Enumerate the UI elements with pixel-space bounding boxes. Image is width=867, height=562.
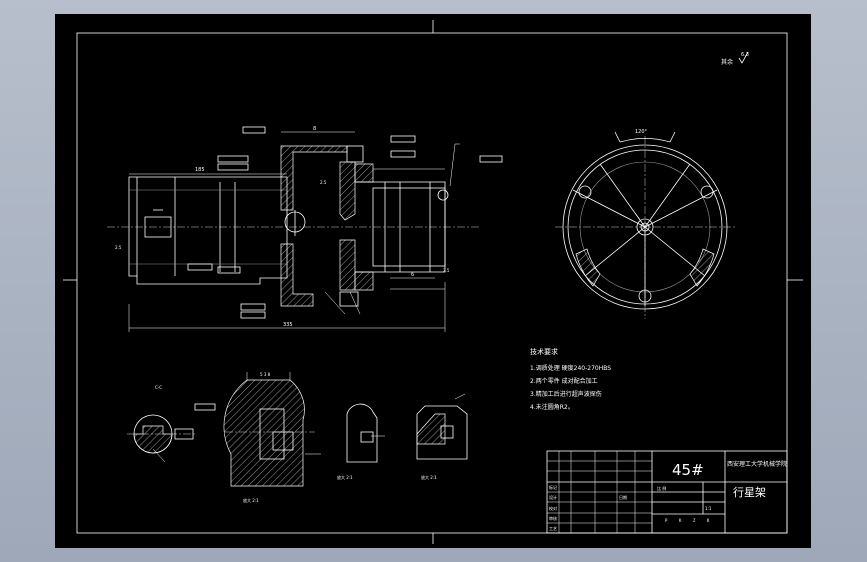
svg-text:技术要求: 技术要求 bbox=[530, 347, 558, 356]
svg-text:2.5: 2.5 bbox=[115, 245, 122, 250]
svg-text:2.两个零件 成对配合加工: 2.两个零件 成对配合加工 bbox=[530, 377, 598, 385]
svg-text:放大 2:1: 放大 2:1 bbox=[337, 474, 353, 480]
svg-text:C-C: C-C bbox=[155, 385, 162, 390]
drawing-frame bbox=[63, 20, 803, 544]
drawing-canvas[interactable]: 其余 6.3 bbox=[55, 14, 811, 548]
material-label: 45# bbox=[672, 461, 704, 479]
title-grid-left: 标记 设计 校对 审核 工艺 日期 bbox=[547, 451, 652, 533]
svg-text:3.精加工后进行超声波探伤: 3.精加工后进行超声波探伤 bbox=[530, 390, 602, 398]
svg-text:1:1: 1:1 bbox=[705, 506, 712, 511]
detail-view-4: 放大 2:1 bbox=[416, 393, 468, 480]
svg-text:K: K bbox=[679, 518, 682, 523]
svg-text:审核: 审核 bbox=[549, 515, 557, 521]
main-section-view: 335 185 8 6 bbox=[107, 126, 503, 332]
detail-view-3: 放大 2:1 bbox=[337, 403, 385, 480]
detail-view-2: 5 3 8 放大 2:1 bbox=[223, 372, 321, 503]
drawing-sheet: 其余 6.3 bbox=[55, 14, 811, 548]
part-name: 行星架 bbox=[733, 486, 766, 499]
roughness-mark: 其余 6.3 bbox=[721, 51, 749, 66]
svg-text:1.调质处理 硬度240-270HBS: 1.调质处理 硬度240-270HBS bbox=[530, 364, 611, 372]
svg-text:标记: 标记 bbox=[549, 484, 557, 490]
title-block: 标记 设计 校对 审核 工艺 日期 45# 西安理工大学机械学院 行星架 比 例… bbox=[546, 450, 788, 534]
svg-text:K: K bbox=[707, 518, 710, 523]
svg-text:8: 8 bbox=[313, 126, 316, 132]
svg-text:日期: 日期 bbox=[619, 494, 627, 500]
svg-text:放大 2:1: 放大 2:1 bbox=[243, 497, 259, 503]
svg-text:Z: Z bbox=[693, 518, 696, 523]
svg-text:其余: 其余 bbox=[721, 58, 733, 66]
svg-text:5 3 8: 5 3 8 bbox=[260, 372, 271, 377]
tech-requirements: 技术要求 1.调质处理 硬度240-270HBS 2.两个零件 成对配合加工 3… bbox=[530, 347, 611, 411]
svg-text:校对: 校对 bbox=[549, 505, 557, 511]
svg-text:4.未注圆角R2。: 4.未注圆角R2。 bbox=[530, 403, 574, 411]
svg-text:P: P bbox=[665, 518, 668, 523]
svg-text:放大 2:1: 放大 2:1 bbox=[421, 474, 437, 480]
svg-text:6.3: 6.3 bbox=[741, 52, 749, 58]
side-view: 120° bbox=[555, 129, 735, 319]
svg-text:185: 185 bbox=[195, 167, 205, 173]
svg-text:2.5: 2.5 bbox=[320, 180, 327, 185]
svg-text:120°: 120° bbox=[635, 129, 648, 135]
svg-text:2.5: 2.5 bbox=[443, 268, 450, 273]
detail-view-1: C-C bbox=[127, 385, 216, 463]
svg-text:比 例: 比 例 bbox=[657, 485, 666, 491]
svg-text:6: 6 bbox=[411, 272, 414, 278]
university-label: 西安理工大学机械学院 bbox=[727, 460, 787, 468]
svg-text:工艺: 工艺 bbox=[549, 526, 557, 531]
svg-text:设计: 设计 bbox=[549, 494, 557, 500]
svg-text:335: 335 bbox=[283, 322, 293, 328]
